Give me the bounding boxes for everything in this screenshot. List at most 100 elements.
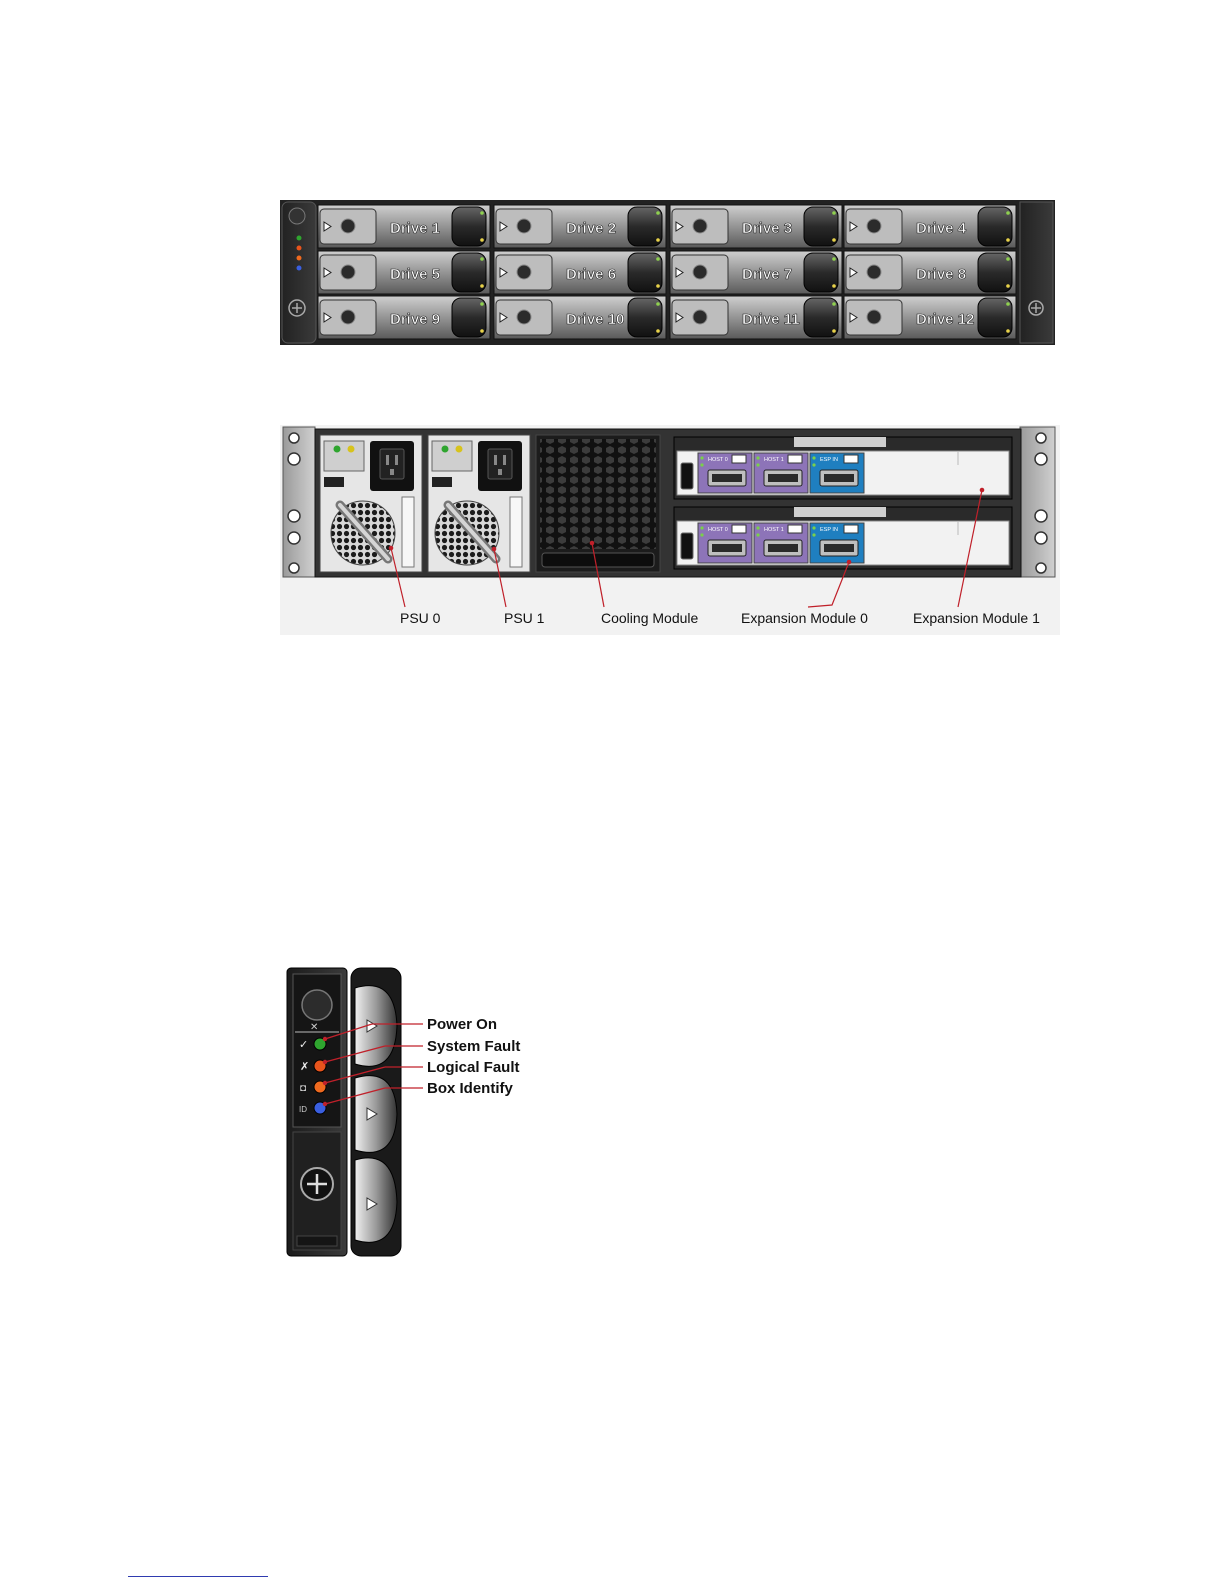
psu1-led-green-icon (442, 446, 449, 453)
drive-status-led-icon (656, 284, 660, 288)
drive-status-led-icon (832, 238, 836, 242)
drive-bay[interactable]: Drive 5 (318, 251, 490, 294)
usb-port-icon (681, 463, 693, 489)
identify-led-icon (297, 266, 302, 271)
fault-symbol-icon: ✗ (300, 1061, 309, 1073)
power-led-icon (297, 236, 302, 241)
drive-activity-led-icon (480, 257, 484, 261)
logical-fault-led-icon (297, 256, 302, 261)
footer-rule (128, 1576, 268, 1577)
psu0-led-green-icon (334, 446, 341, 453)
drive-label: Drive 12 (916, 311, 974, 328)
label-logical-fault: Logical Fault (427, 1059, 520, 1076)
drive-label: Drive 2 (566, 220, 616, 237)
drive-label: Drive 8 (916, 266, 966, 283)
front-view-diagram: Drive 1 Drive 2 Drive 3 Drive 4 Drive 5 Drive… (280, 200, 1055, 348)
drive-status-led-icon (1006, 238, 1010, 242)
drive-activity-led-icon (832, 302, 836, 306)
drive-bay[interactable]: Drive 3 (670, 205, 842, 248)
callout-expansion-module-0: Expansion Module 0 (741, 610, 868, 626)
drive-status-led-icon (656, 329, 660, 333)
drive-label: Drive 10 (566, 311, 624, 328)
drive-activity-led-icon (1006, 211, 1010, 215)
drive-status-led-icon (832, 284, 836, 288)
latch-knob-icon (517, 310, 531, 324)
drive-label: Drive 5 (390, 266, 440, 283)
latch-knob-icon (341, 310, 355, 324)
drive-activity-led-icon (1006, 302, 1010, 306)
cooling-grille-icon (540, 439, 656, 549)
right-ear (1020, 202, 1053, 343)
drive-bay[interactable]: Drive 4 (844, 205, 1016, 248)
drive-bay[interactable]: Drive 9 (318, 296, 490, 339)
disk-symbol-icon: ◘ (300, 1083, 306, 1094)
drive-bay[interactable]: Drive 8 (844, 251, 1016, 294)
drive-status-led-icon (480, 284, 484, 288)
latch-knob-icon (341, 265, 355, 279)
sas-port: ESP IN (810, 523, 864, 563)
latch-knob-icon (693, 219, 707, 233)
cooling-module (536, 435, 660, 572)
drive-status-led-icon (832, 329, 836, 333)
drive-activity-led-icon (1006, 257, 1010, 261)
drive-activity-led-icon (656, 211, 660, 215)
drive-bay[interactable]: Drive 11 (670, 296, 842, 339)
drive-status-led-icon (1006, 284, 1010, 288)
drive-label: Drive 4 (916, 220, 967, 237)
callout-cooling-module: Cooling Module (601, 610, 698, 626)
drive-bay[interactable]: Drive 7 (670, 251, 842, 294)
drive-label: Drive 1 (390, 220, 440, 237)
latch-upper (355, 986, 397, 1067)
drive-label: Drive 11 (742, 311, 800, 328)
mute-symbol-icon: ✕ (310, 1022, 318, 1033)
drive-bay[interactable]: Drive 2 (494, 205, 666, 248)
latch-knob-icon (517, 265, 531, 279)
psu1-led-amber-icon (456, 446, 463, 453)
drive-status-led-icon (656, 238, 660, 242)
rear-left-ear (283, 427, 315, 577)
drive-activity-led-icon (656, 302, 660, 306)
id-symbol-icon: ID (299, 1105, 307, 1114)
drive-activity-led-icon (832, 257, 836, 261)
port-label: HOST 1 (764, 527, 784, 533)
port-label: HOST 0 (708, 527, 728, 533)
drive-status-led-icon (480, 329, 484, 333)
latch-knob-icon (693, 310, 707, 324)
power-button-icon (289, 208, 305, 224)
latch-knob-icon (517, 219, 531, 233)
drive-bay[interactable]: Drive 10 (494, 296, 666, 339)
psu-1 (428, 435, 530, 572)
led-panel-diagram: ✕ ✓ ✗ ◘ ID Power On System Fault Logical (285, 966, 545, 1260)
latch-knob-icon (867, 219, 881, 233)
callout-expansion-module-1: Expansion Module 1 (913, 610, 1040, 626)
sas-port: ESP IN (810, 453, 864, 493)
callout-psu0: PSU 0 (400, 610, 441, 626)
drive-bay[interactable]: Drive 12 (844, 296, 1016, 339)
sas-port: HOST 1 (754, 453, 808, 493)
usb-port-icon (681, 533, 693, 559)
drive-label: Drive 3 (742, 220, 792, 237)
port-label: ESP IN (820, 457, 838, 463)
cooling-handle-icon (542, 553, 654, 567)
label-system-fault: System Fault (427, 1038, 520, 1055)
drive-activity-led-icon (832, 211, 836, 215)
drive-status-led-icon (480, 238, 484, 242)
power-button-icon (302, 990, 332, 1020)
rear-view-diagram: HOST 0HOST 1ESP INHOST 0HOST 1ESP IN PSU… (280, 425, 1060, 635)
drive-label: Drive 9 (390, 311, 440, 328)
drive-bay[interactable]: Drive 1 (318, 205, 490, 248)
expansion-module-1: HOST 0 HOST 1 ESP IN (674, 507, 1012, 569)
port-label: ESP IN (820, 527, 838, 533)
sas-port: HOST 0 (698, 523, 752, 563)
drive-status-led-icon (1006, 329, 1010, 333)
psu-0 (320, 435, 422, 572)
latch-knob-icon (341, 219, 355, 233)
sas-port: HOST 1 (754, 523, 808, 563)
drive-bay[interactable]: Drive 6 (494, 251, 666, 294)
drive-activity-led-icon (480, 302, 484, 306)
latch-middle (355, 1076, 397, 1153)
check-symbol-icon: ✓ (299, 1039, 308, 1051)
rear-right-ear (1020, 427, 1055, 577)
